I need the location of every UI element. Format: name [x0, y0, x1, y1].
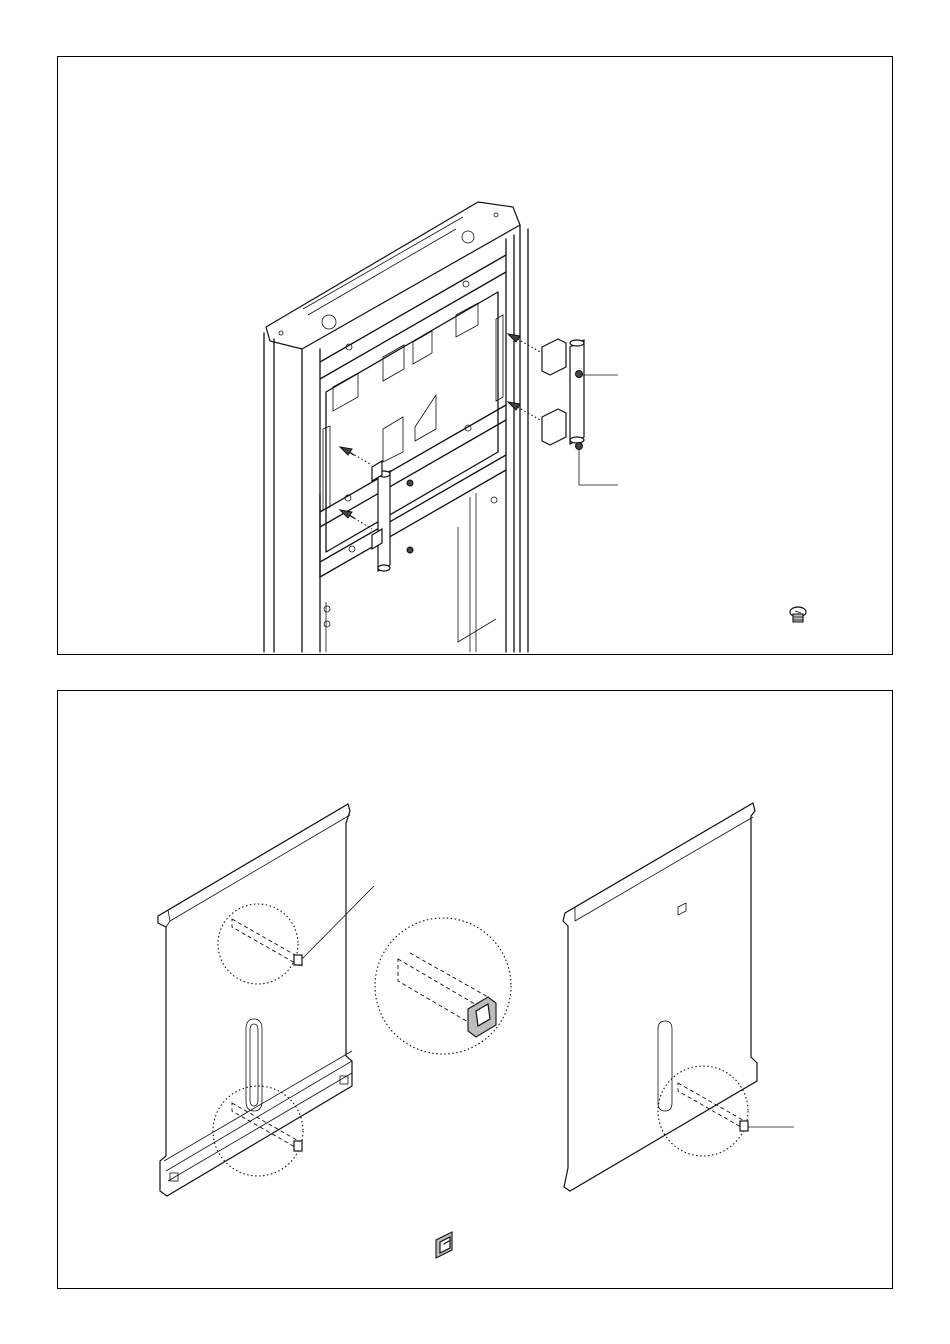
plug-detail-circle [375, 918, 511, 1054]
door-panel-front [158, 804, 352, 1196]
hinge-handle-installed [378, 471, 390, 571]
frame-top-cap [266, 202, 520, 349]
screw-icon [790, 607, 806, 622]
frame-column-diagram [58, 57, 894, 656]
door-panel-diagram [58, 691, 894, 1290]
hinge-bracket-lower [542, 409, 566, 445]
end-plug-icon [436, 1232, 452, 1258]
hinge-bracket-upper [542, 339, 566, 375]
assembly-step-panel-1 [57, 56, 893, 655]
hinge-handle-loose [570, 340, 584, 444]
assembly-step-panel-2 [57, 690, 893, 1289]
door-panel-back [563, 803, 757, 1191]
